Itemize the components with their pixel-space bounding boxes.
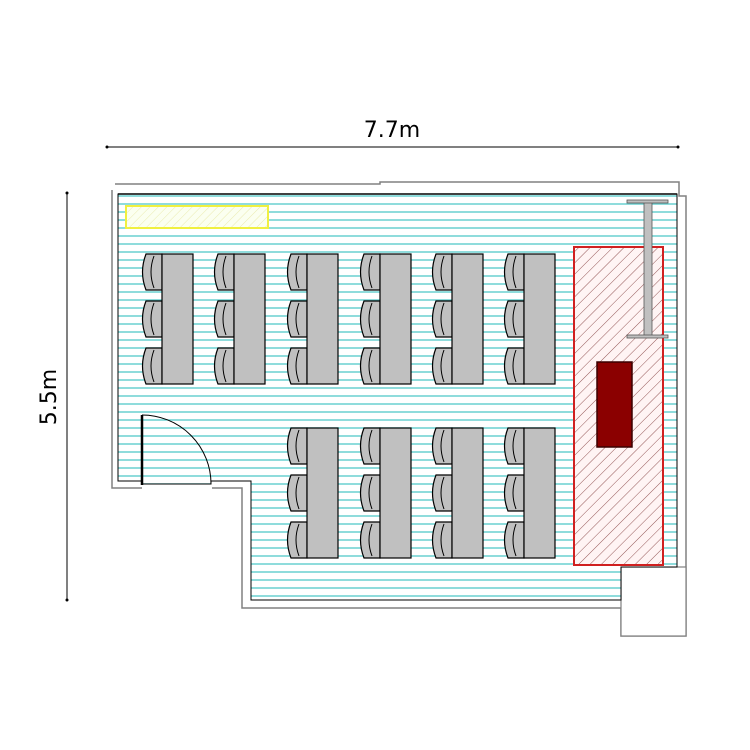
desk-group [431, 253, 484, 385]
chair [503, 521, 525, 559]
table [523, 253, 556, 385]
chair [286, 427, 308, 465]
chair [359, 427, 381, 465]
corner-box [620, 566, 687, 637]
table [306, 427, 339, 559]
chair [286, 253, 308, 291]
table [161, 253, 194, 385]
chair [359, 347, 381, 385]
table [379, 253, 412, 385]
storage-area [125, 205, 269, 229]
chair [141, 347, 163, 385]
desk-group [286, 427, 339, 559]
chair [431, 427, 453, 465]
chair [431, 474, 453, 512]
width-label: 7.7m [364, 118, 420, 143]
desk-group [359, 427, 412, 559]
height-label: 5.5m [37, 369, 62, 425]
chair [359, 474, 381, 512]
chair [431, 521, 453, 559]
outer-wall-left [111, 190, 142, 489]
chair [213, 347, 235, 385]
chair [359, 300, 381, 338]
chair [503, 300, 525, 338]
desk-group [141, 253, 194, 385]
height-dimension: 5.5m [37, 191, 69, 602]
width-dimension: 7.7m [105, 118, 680, 149]
chair [141, 300, 163, 338]
furniture [141, 253, 556, 559]
chair [503, 347, 525, 385]
desk-group [431, 427, 484, 559]
chair [431, 347, 453, 385]
chair [286, 300, 308, 338]
chair [431, 253, 453, 291]
projector-screen [626, 199, 669, 339]
desk-group [359, 253, 412, 385]
chair [503, 253, 525, 291]
chair [286, 474, 308, 512]
chair [213, 300, 235, 338]
chair [503, 427, 525, 465]
desk-group [286, 253, 339, 385]
table [451, 253, 484, 385]
desk-group [503, 427, 556, 559]
chair [359, 253, 381, 291]
chair [431, 300, 453, 338]
chair [286, 521, 308, 559]
desk-group [213, 253, 266, 385]
outer-wall [115, 181, 687, 637]
desk-group [503, 253, 556, 385]
table [451, 427, 484, 559]
chair [286, 347, 308, 385]
table [306, 253, 339, 385]
table [523, 427, 556, 559]
chair [359, 521, 381, 559]
podium [596, 361, 633, 448]
chair [503, 474, 525, 512]
door[interactable] [140, 414, 212, 485]
chair [141, 253, 163, 291]
chair [213, 253, 235, 291]
table [233, 253, 266, 385]
table [379, 427, 412, 559]
